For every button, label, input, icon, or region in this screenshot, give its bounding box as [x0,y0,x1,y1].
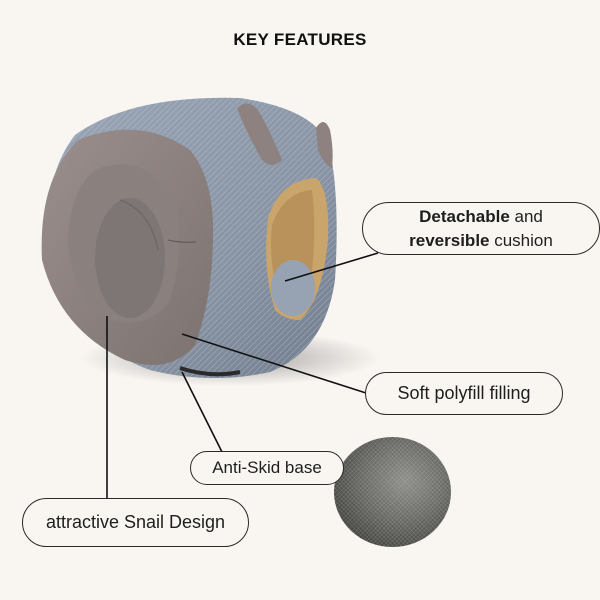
leader-line-antiskid [181,371,223,453]
left-ear [237,103,282,165]
feature-detachable-cushion: Detachable and reversible cushion [362,202,600,255]
anti-skid-closeup-image [334,437,451,547]
feature-reversible-bold: reversible [409,230,490,250]
inner-cushion [271,260,315,316]
feature-snail-design: attractive Snail Design [22,498,249,547]
feature-detachable-bold: Detachable [419,206,510,226]
page-title: KEY FEATURES [233,30,367,49]
feature-reversible-text: cushion [489,230,553,250]
leader-line-detachable [284,252,379,282]
feature-soft-filling: Soft polyfill filling [365,372,563,415]
feature-anti-skid-base: Anti-Skid base [190,451,344,485]
base-strip [179,366,241,377]
leader-line-soft [181,333,367,394]
cushion-inner [95,198,165,318]
right-ear [316,121,333,168]
feature-detachable-text: and [509,206,543,226]
